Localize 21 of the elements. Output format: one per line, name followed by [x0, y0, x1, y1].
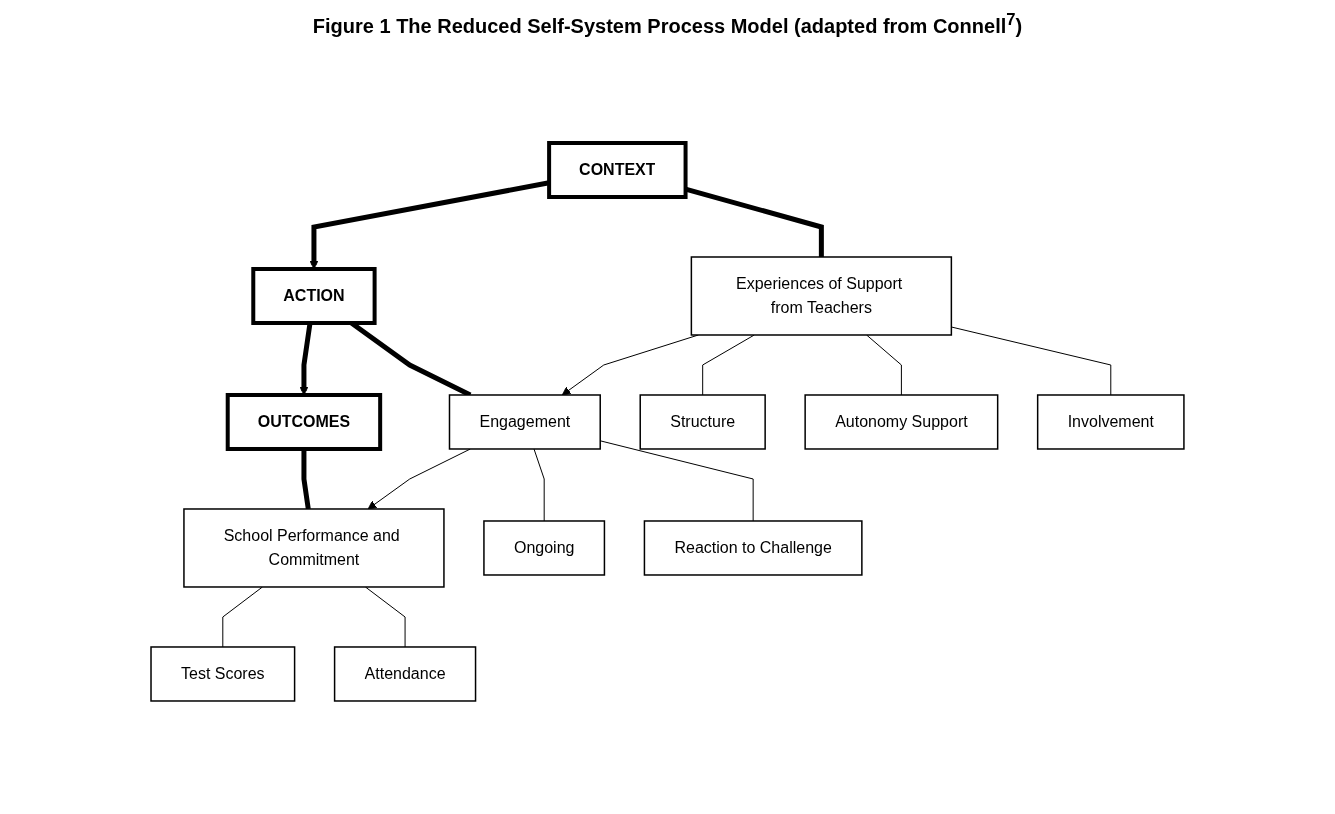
node-box: School Performance and Commitment	[183, 507, 445, 588]
connector	[222, 586, 263, 648]
node-box: Involvement	[1036, 393, 1185, 450]
node-box: Structure	[639, 393, 766, 450]
connector	[365, 586, 406, 648]
connector	[301, 448, 311, 509]
connector	[702, 334, 755, 396]
node-box: Engagement	[448, 393, 601, 450]
node-box: Experiences of Support from Teachers	[690, 255, 953, 336]
node-box: Attendance	[333, 645, 477, 702]
connector	[533, 448, 545, 522]
figure-title: Figure 1 The Reduced Self-System Process Model (adapted from Connell$^{7}$)	[311, 10, 1024, 38]
arrow	[367, 448, 471, 510]
node-box: Autonomy Support	[804, 393, 999, 450]
node-box: CONTEXT	[547, 140, 688, 199]
node-box: Ongoing	[483, 519, 606, 576]
node-box: Reaction to Challenge	[643, 519, 863, 576]
node-box: Test Scores	[150, 645, 296, 702]
node-box: ACTION	[251, 266, 377, 325]
connector	[866, 334, 902, 396]
node-box: OUTCOMES	[225, 392, 383, 451]
